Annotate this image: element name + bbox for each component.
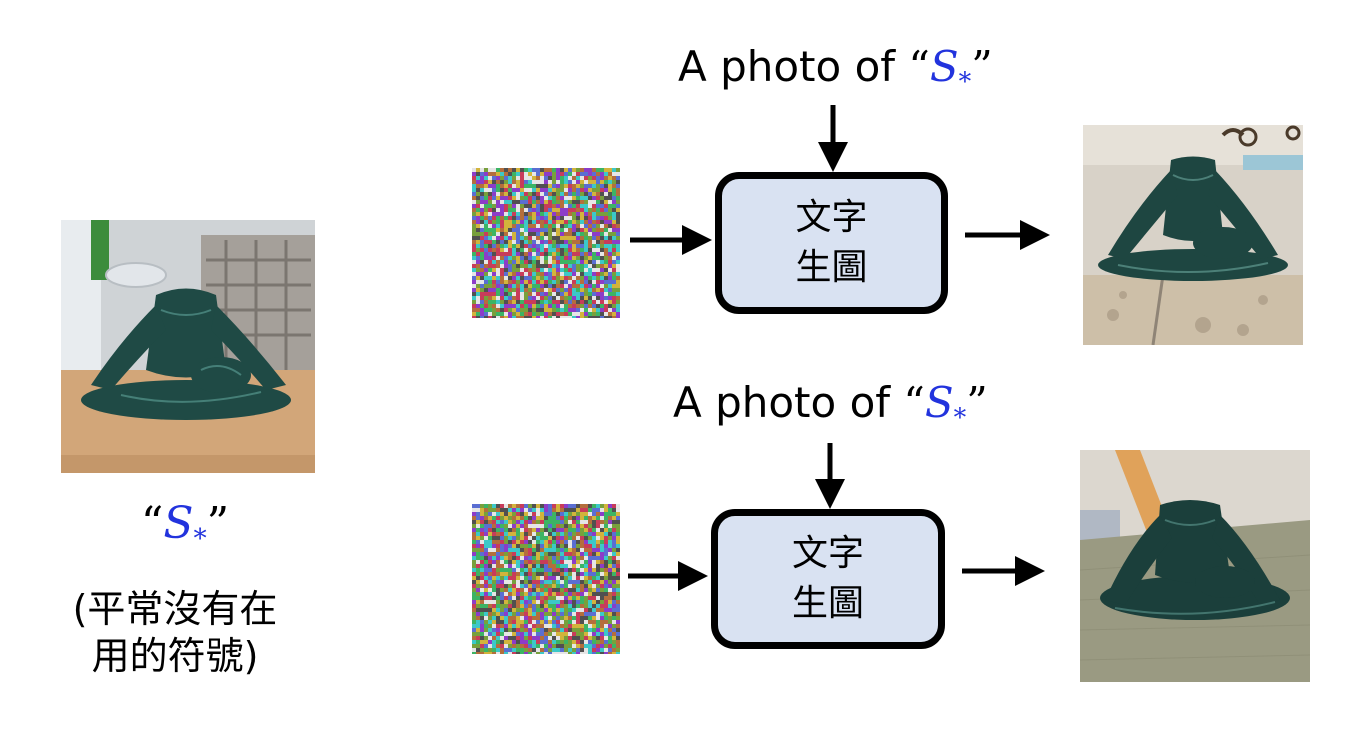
open-quote: “ <box>140 498 164 549</box>
note-line-1: (平常沒有在 <box>72 587 278 631</box>
prompt-label-1: A photo of “S*” <box>678 42 993 96</box>
reference-note: (平常沒有在 用的符號) <box>40 586 310 680</box>
close-quote: ” <box>206 498 230 549</box>
prompt-text: A photo of <box>678 42 909 91</box>
token-subscript: * <box>193 523 207 555</box>
generated-image-1 <box>1083 125 1303 345</box>
token-symbol: S <box>163 498 194 549</box>
box-label-line-2: 生圖 <box>795 247 868 288</box>
prompt-text: A photo of <box>673 378 904 427</box>
text-to-image-box-1: 文字 生圖 <box>715 172 948 314</box>
prompt-symbol: S <box>924 378 954 427</box>
prompt-subscript: * <box>953 402 967 432</box>
reference-statue-photo <box>61 220 315 473</box>
prompt-subscript: * <box>958 66 972 96</box>
prompt-label-2: A photo of “S*” <box>673 378 988 432</box>
noise-image-2 <box>472 504 620 654</box>
text-to-image-box-2: 文字 生圖 <box>711 509 945 649</box>
prompt-symbol: S <box>929 42 959 91</box>
note-line-2: 用的符號) <box>91 634 259 678</box>
box-label-line-1: 文字 <box>791 533 864 574</box>
box-label-line-1: 文字 <box>795 197 868 238</box>
box-label-line-2: 生圖 <box>791 583 864 624</box>
open-quote: “ <box>908 42 930 91</box>
reference-token-label: “S*” <box>110 498 260 554</box>
noise-image-1 <box>472 168 620 318</box>
open-quote: “ <box>903 378 925 427</box>
generated-image-2 <box>1080 450 1310 682</box>
close-quote: ” <box>966 378 988 427</box>
close-quote: ” <box>971 42 993 91</box>
